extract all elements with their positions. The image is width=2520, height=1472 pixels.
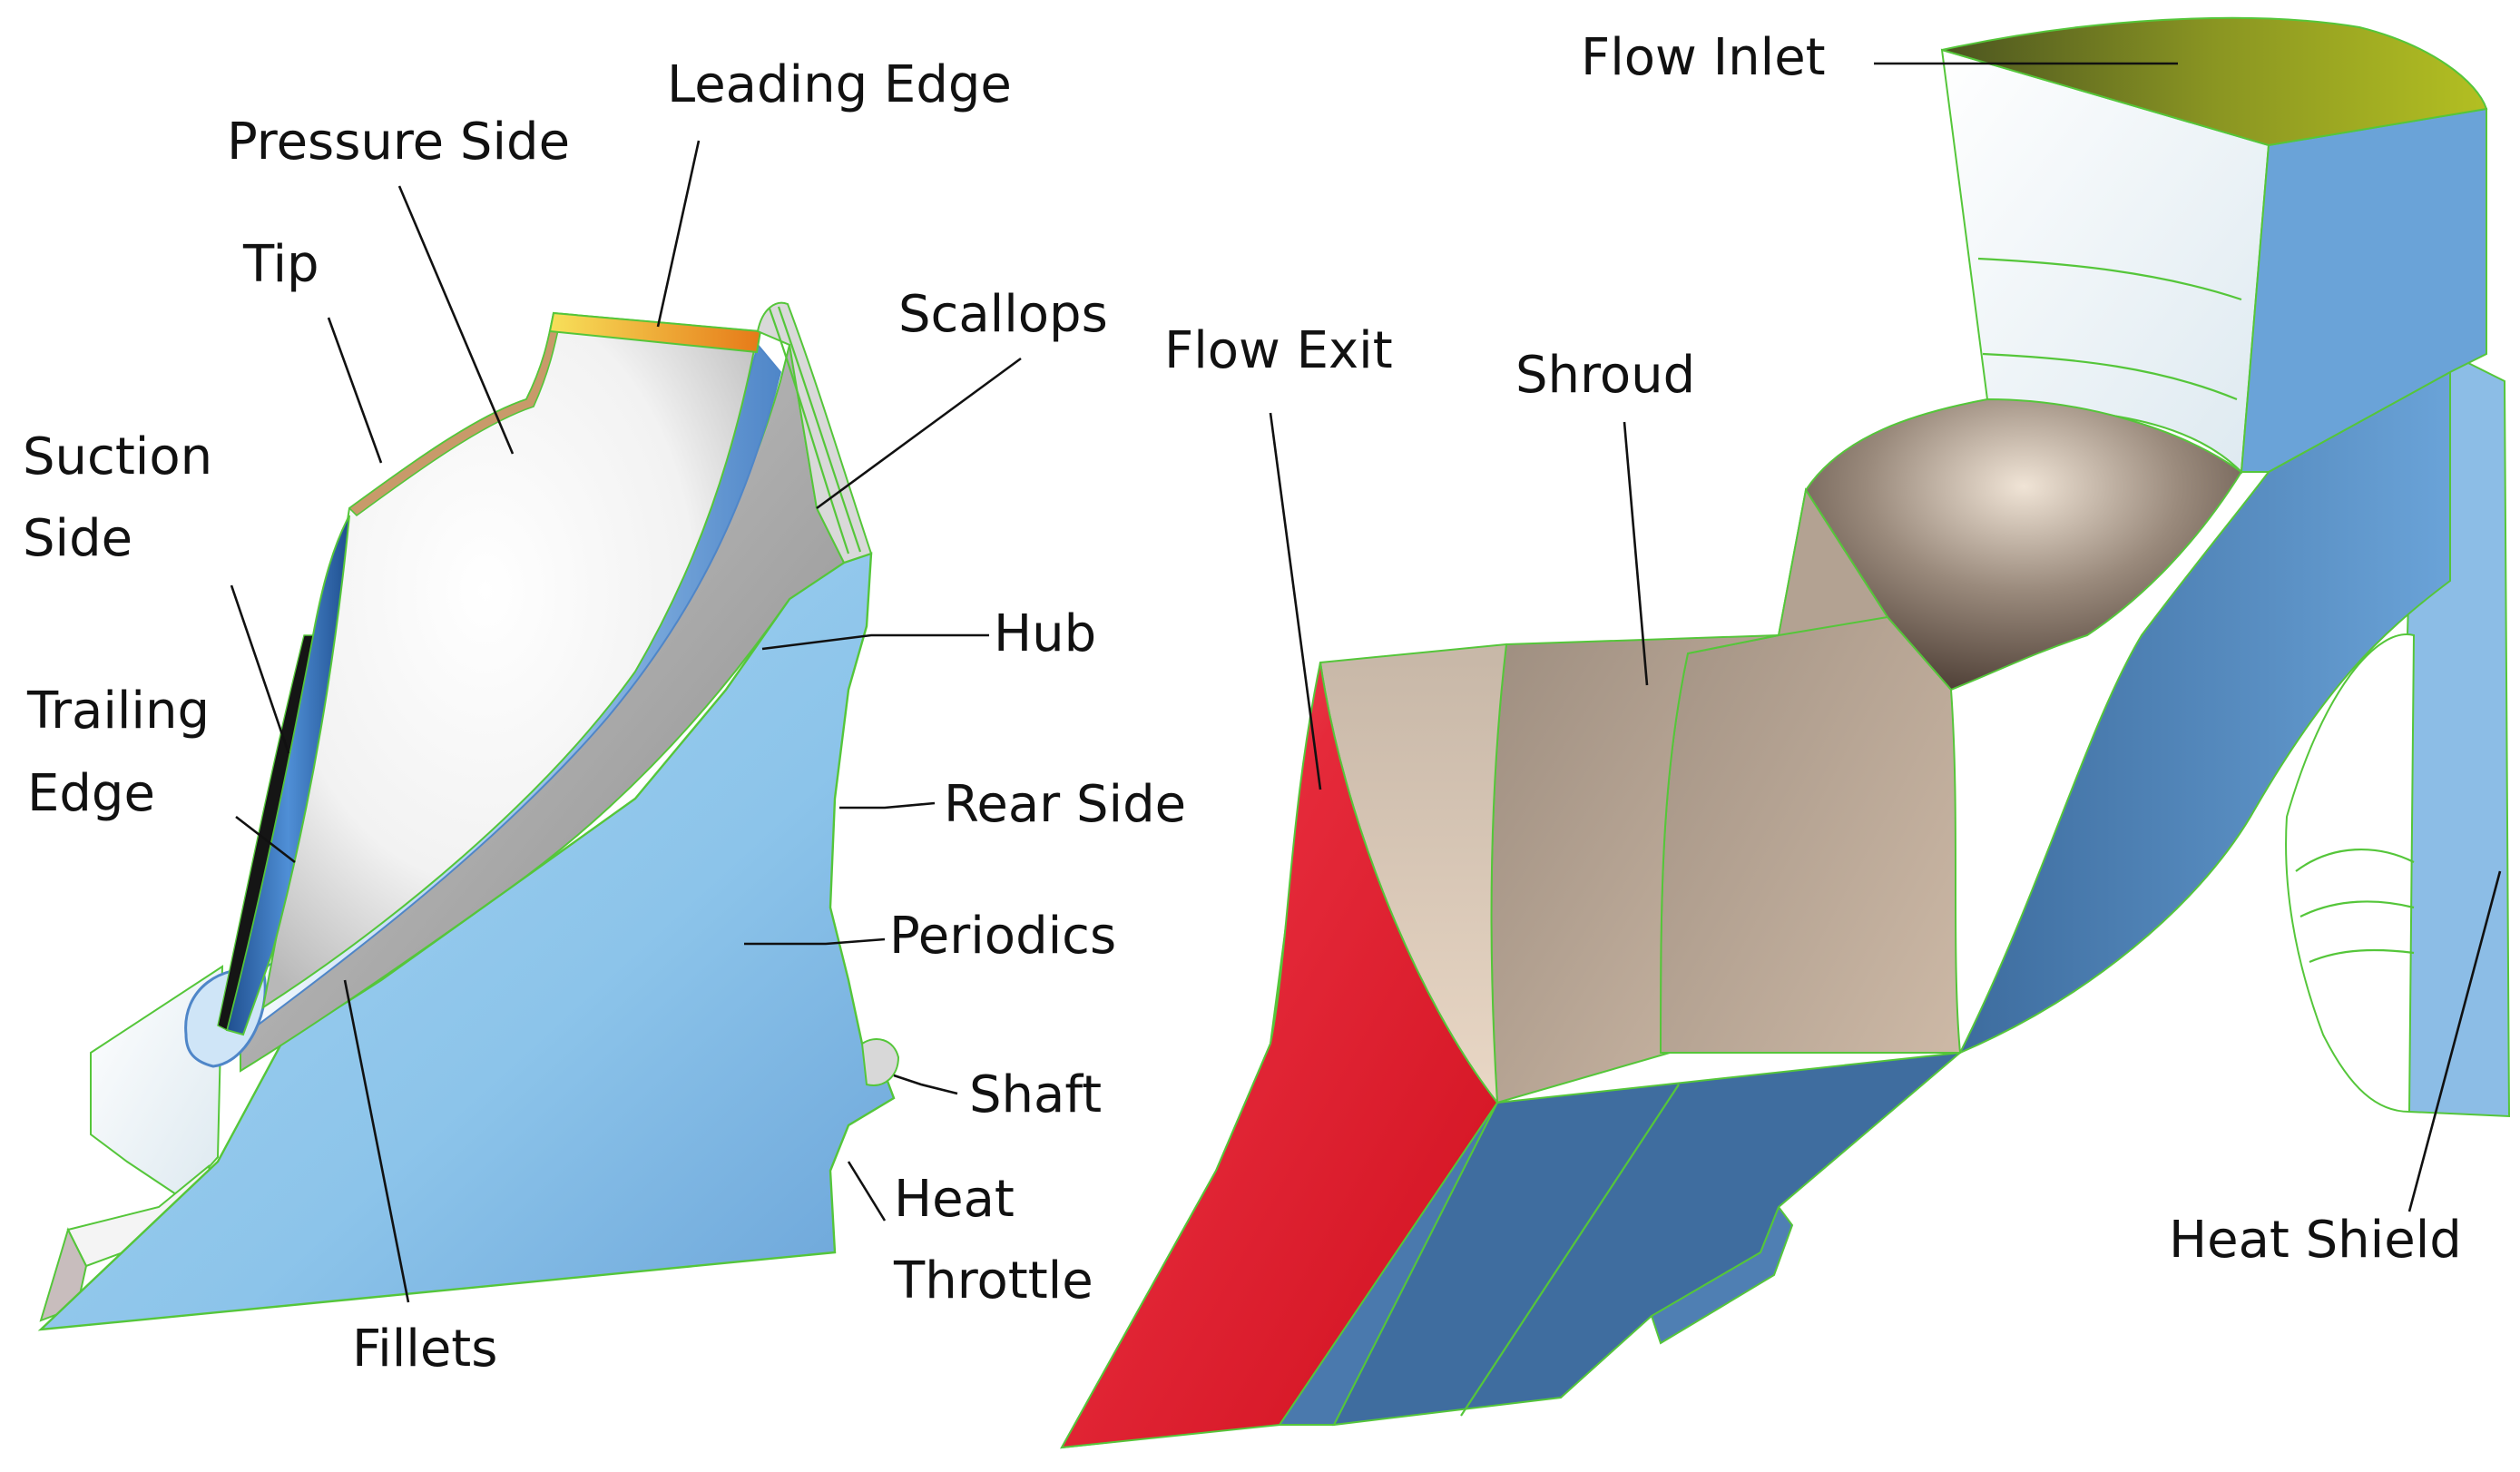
leader-tip <box>327 317 383 464</box>
bottom-block-divider <box>1460 1084 1680 1417</box>
leader-fillets <box>343 979 410 1303</box>
leader-pressure-side <box>397 185 515 455</box>
label-flow-inlet: Flow Inlet <box>1581 28 1826 87</box>
label-trailing-edge-2: Edge <box>27 764 155 823</box>
label-heat-throttle-2: Throttle <box>893 1251 1093 1310</box>
scallops-ridge-2 <box>777 306 862 553</box>
leader-suction-side <box>230 584 290 754</box>
label-trailing-edge-1: Trailing <box>26 682 210 741</box>
flow-domain-model <box>1060 16 2511 1449</box>
shroud-upper <box>1777 487 1889 637</box>
leader-lines <box>230 62 2502 1303</box>
leader-heat-throttle <box>847 1161 887 1222</box>
leader-shroud <box>1623 421 1649 686</box>
flow-exit-face-fix <box>1060 662 1499 1449</box>
scallops-ridge-1 <box>768 308 850 554</box>
hub-blue-body <box>1957 370 2451 1055</box>
labels: Pressure Side Leading Edge Tip Scallops … <box>23 28 2462 1379</box>
leader-leading-edge <box>656 140 701 328</box>
bottom-block-rear <box>1332 1051 1964 1427</box>
leader-flow-exit <box>1269 412 1322 790</box>
label-leading-edge: Leading Edge <box>667 55 1012 114</box>
trailing-edge-face <box>217 634 314 1032</box>
leader-periodics <box>744 937 886 946</box>
label-periodics: Periodics <box>889 907 1116 966</box>
label-fillets: Fillets <box>352 1320 497 1379</box>
leader-heat-shield <box>2407 870 2502 1212</box>
shaft-notch <box>860 1038 900 1086</box>
label-shroud: Shroud <box>1515 346 1695 405</box>
heat-shield-inner <box>2285 633 2416 1114</box>
label-tip: Tip <box>242 235 319 294</box>
flow-inlet-band-2 <box>1982 352 2238 401</box>
heat-shield-rib-1 <box>2295 848 2415 872</box>
label-heat-shield: Heat Shield <box>2169 1211 2462 1270</box>
label-heat-throttle-1: Heat <box>894 1170 1015 1229</box>
leading-edge-strip <box>548 311 762 354</box>
flow-inlet-band-1 <box>1977 257 2242 301</box>
leader-hub <box>761 633 989 651</box>
label-suction-side-1: Suction <box>23 427 212 486</box>
shroud-dark-saddle <box>1804 397 2243 692</box>
leader-scallops <box>816 357 1022 510</box>
label-suction-side-2: Side <box>23 509 132 568</box>
blade-passage-model <box>37 301 900 1331</box>
label-pressure-side: Pressure Side <box>227 113 570 172</box>
heat-shield-rib-2 <box>2299 900 2415 918</box>
leader-shaft <box>893 1074 958 1095</box>
label-shaft: Shaft <box>969 1065 1102 1124</box>
label-scallops: Scallops <box>898 285 1108 344</box>
label-rear-side: Rear Side <box>944 775 1186 834</box>
label-hub: Hub <box>994 604 1096 663</box>
label-flow-exit: Flow Exit <box>1164 321 1393 380</box>
leader-trailing-edge <box>235 815 296 864</box>
heat-shield-rib-3 <box>2309 948 2415 964</box>
flow-inlet-top <box>1941 16 2488 147</box>
leader-rear-side <box>839 801 936 810</box>
